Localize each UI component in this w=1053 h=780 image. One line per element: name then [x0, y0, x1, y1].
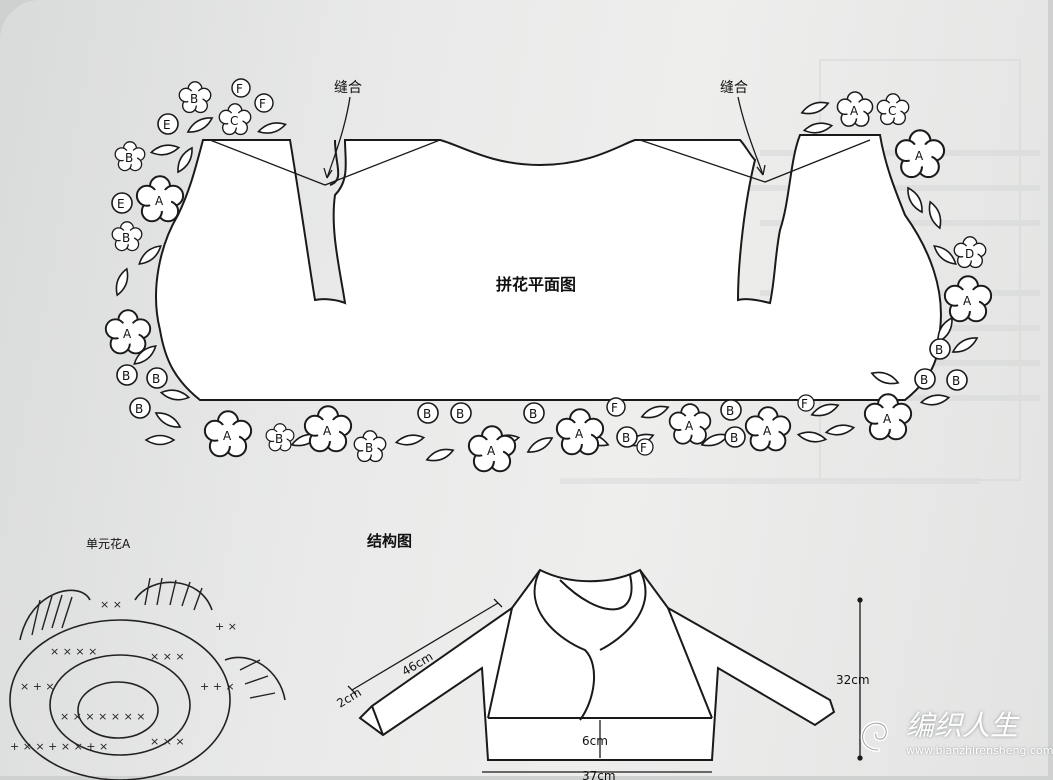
dim-cuff-width: 2cm [334, 685, 363, 710]
svg-text:B: B [275, 432, 283, 446]
svg-text:E: E [117, 197, 125, 211]
svg-text:A: A [575, 427, 584, 441]
svg-text:D: D [965, 247, 974, 261]
svg-text:B: B [726, 404, 734, 418]
flower-motifs: A A A A A A A A A A A A B [104, 78, 993, 473]
svg-text:A: A [685, 419, 694, 433]
svg-text:B: B [190, 92, 198, 106]
svg-text:F: F [236, 82, 243, 96]
svg-text:× × ×: × × × [150, 650, 185, 663]
svg-text:C: C [888, 104, 896, 118]
svg-text:F: F [640, 441, 647, 455]
svg-text:B: B [125, 151, 133, 165]
svg-text:B: B [122, 231, 130, 245]
seam-label-left: 缝合 [334, 80, 362, 96]
seam-label-right: 缝合 [720, 80, 748, 96]
svg-text:B: B [456, 407, 464, 421]
svg-text:B: B [920, 373, 928, 387]
watermark-title: 编织人生 [906, 709, 1019, 742]
svg-text:A: A [487, 444, 496, 458]
svg-text:A: A [850, 104, 859, 118]
svg-text:A: A [155, 194, 164, 208]
svg-text:C: C [230, 114, 238, 128]
svg-text:A: A [323, 424, 332, 438]
dim-body-width: 37cm [582, 769, 616, 780]
svg-text:A: A [223, 429, 232, 443]
svg-text:F: F [611, 401, 618, 415]
spiral-logo-icon [860, 721, 889, 752]
diagram-title: 拼花平面图 [496, 275, 576, 294]
site-watermark: 编织人生 www.bianzhirensheng.com [848, 700, 1053, 766]
svg-text:B: B [952, 374, 960, 388]
svg-text:+ + ×: + + × [200, 680, 235, 693]
svg-text:B: B [365, 441, 373, 455]
svg-text:B: B [423, 407, 431, 421]
dim-body-height: 32cm [836, 673, 870, 687]
svg-text:× × ×: × × × [150, 735, 185, 748]
svg-text:B: B [152, 372, 160, 386]
svg-text:× ×: × × [100, 598, 122, 611]
svg-text:A: A [763, 424, 772, 438]
svg-text:B: B [135, 402, 143, 416]
svg-text:A: A [915, 149, 924, 163]
svg-text:B: B [529, 407, 537, 421]
structure-title: 结构图 [367, 532, 412, 550]
svg-text:+ × × + × × + ×: + × × + × × + × [10, 740, 108, 753]
svg-text:A: A [883, 412, 892, 426]
svg-text:+ ×: + × [215, 620, 237, 633]
svg-text:A: A [963, 294, 972, 308]
watermark-url: www.bianzhirensheng.com [906, 744, 1053, 757]
dim-band-height: 6cm [582, 734, 608, 748]
structure-diagram: 结构图 46cm 2cm 32cm 6cm 37cm [334, 532, 869, 780]
svg-text:B: B [730, 431, 738, 445]
svg-text:× × × ×: × × × × [50, 645, 97, 658]
unit-flower-chart: 单元花A × × + × × × × × × × × × + × + + × × × … [9, 536, 286, 780]
unit-flower-label: 单元花A [86, 536, 131, 551]
svg-text:B: B [122, 369, 130, 383]
svg-text:E: E [163, 118, 171, 132]
svg-text:B: B [622, 431, 630, 445]
svg-text:F: F [801, 397, 808, 411]
flat-layout-diagram: 缝合 缝合 拼花平面图 [104, 78, 993, 473]
garment-outline [155, 134, 942, 401]
svg-text:A: A [123, 327, 132, 341]
svg-text:F: F [259, 97, 266, 111]
svg-text:× + ×: × + × [20, 680, 55, 693]
svg-text:B: B [935, 343, 943, 357]
svg-text:× × × × × × ×: × × × × × × × [60, 710, 146, 723]
